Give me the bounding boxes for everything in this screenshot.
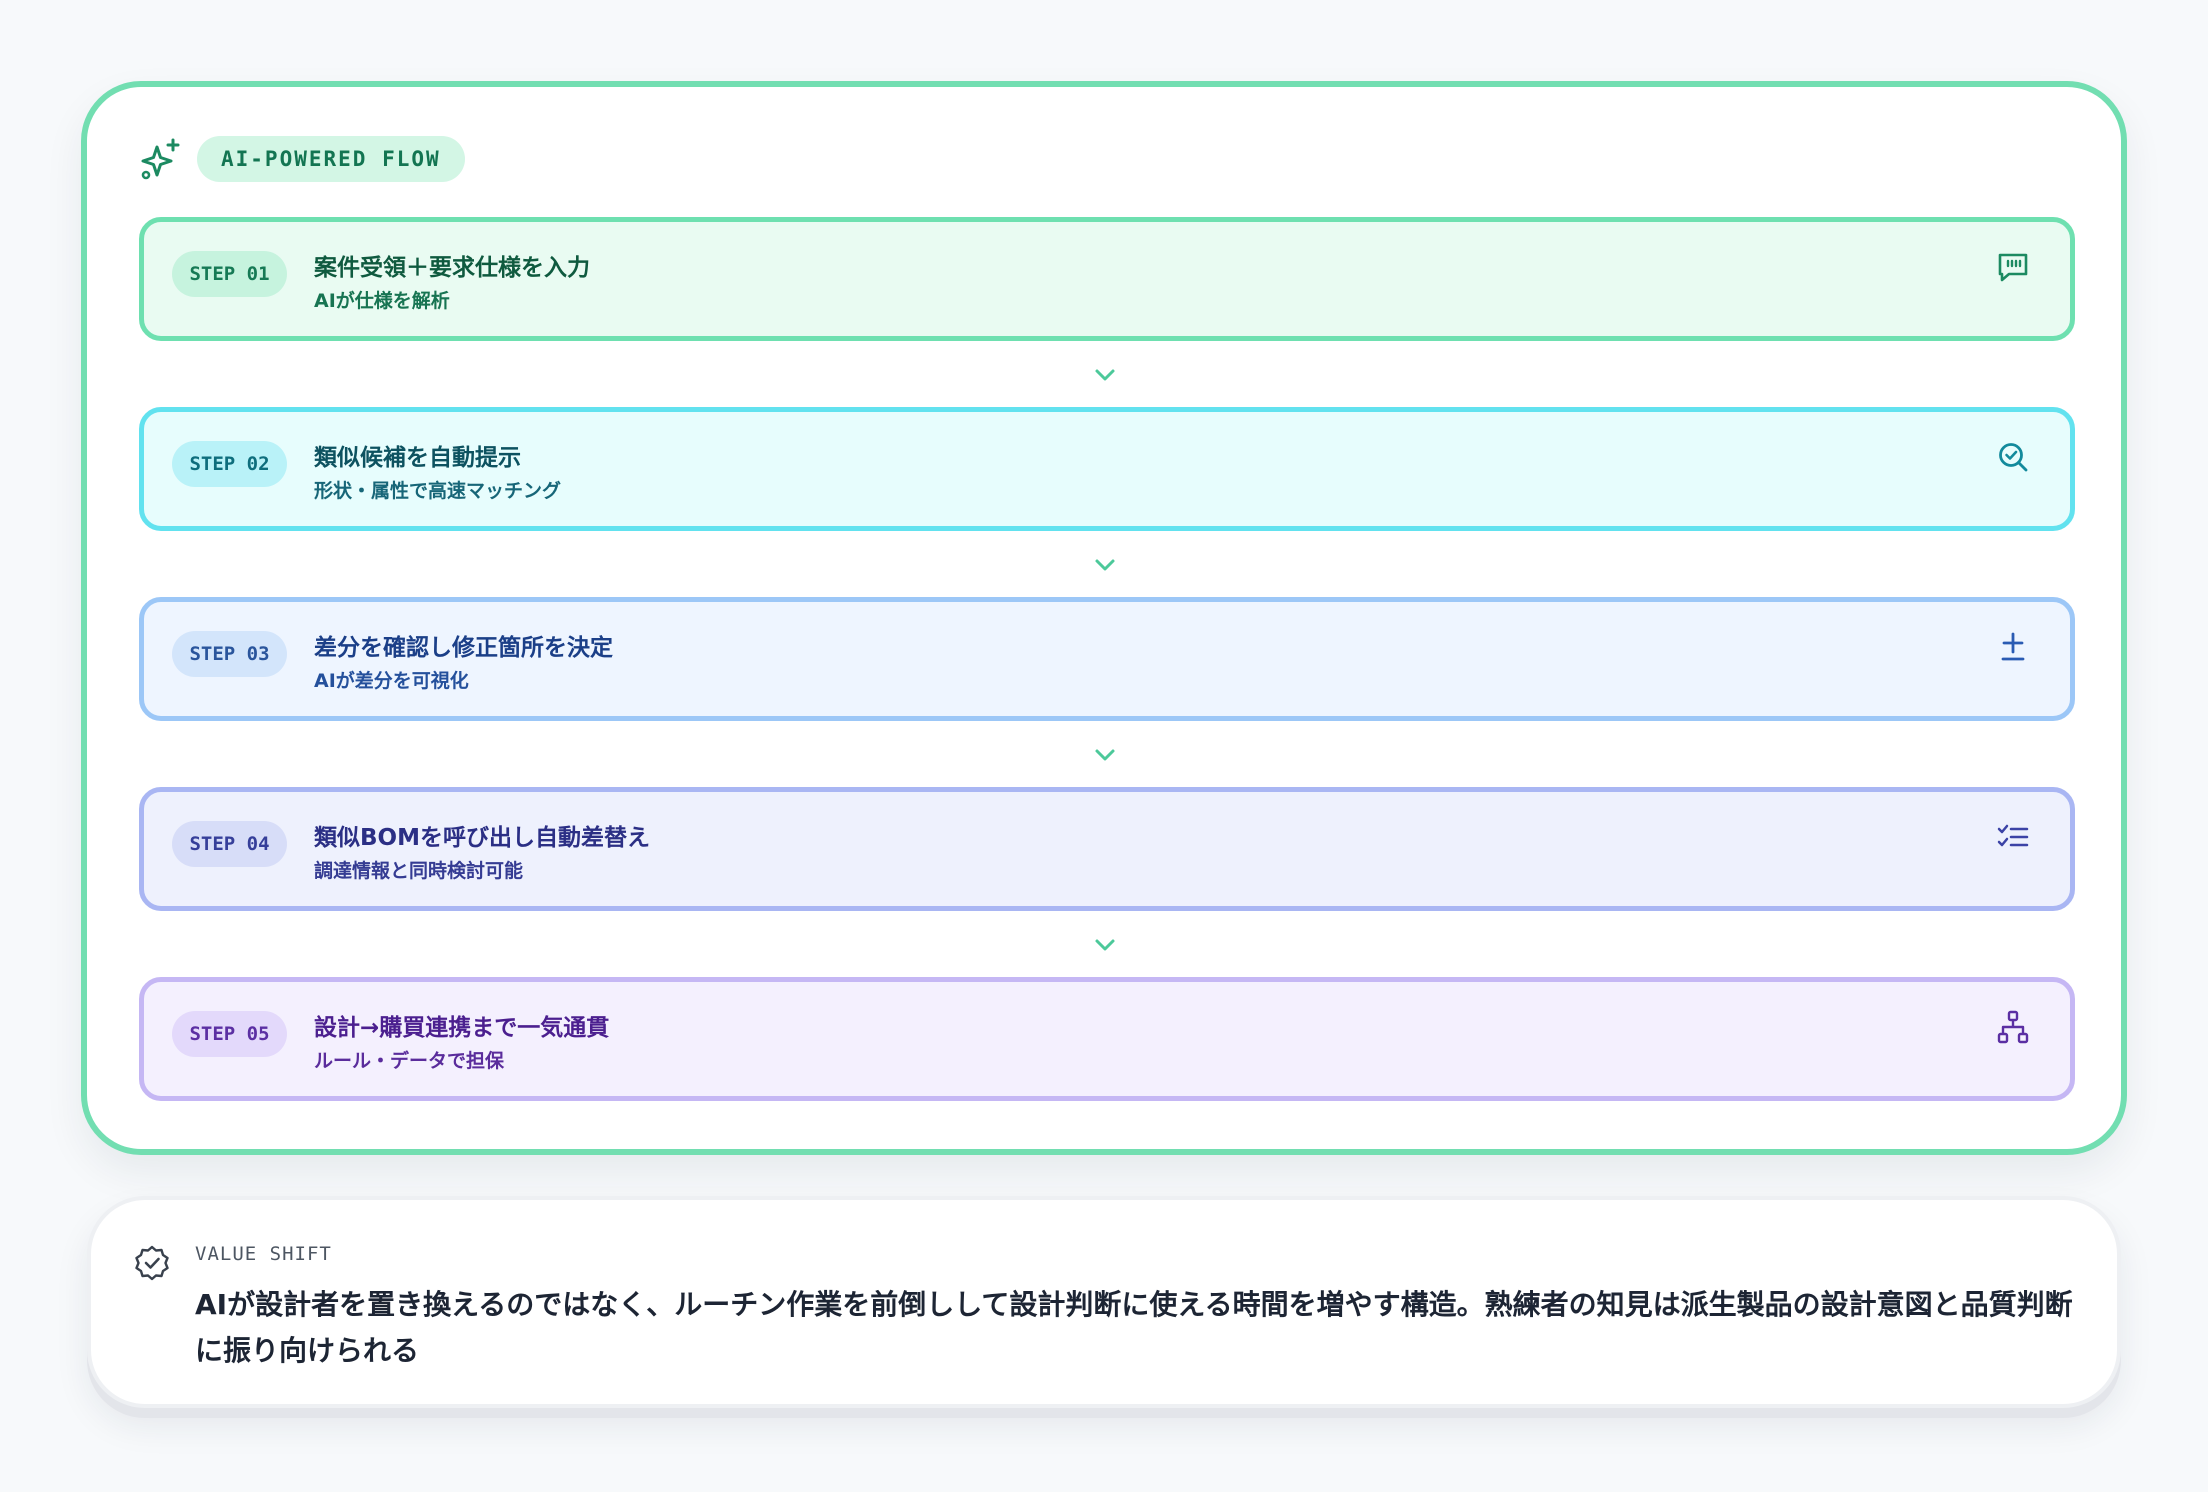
flow-badge: AI-POWERED FLOW <box>197 136 465 182</box>
chevron-down-icon <box>1095 369 1115 381</box>
step-subtitle: AIが仕様を解析 <box>314 290 450 312</box>
step-label: STEP 05 <box>172 1011 287 1057</box>
step-label: STEP 03 <box>172 631 287 677</box>
step-card-02: STEP 02 類似候補を自動提示 形状・属性で高速マッチング <box>139 407 2075 531</box>
chevron-down-icon <box>1095 749 1115 761</box>
value-text: AIが設計者を置き換えるのではなく、ルーチン作業を前倒しして設計判断に使える時間… <box>195 1288 2073 1367</box>
step-label: STEP 01 <box>172 251 287 297</box>
flow-header: AI-POWERED FLOW <box>139 136 465 182</box>
step-card-03: STEP 03 差分を確認し修正箇所を決定 AIが差分を可視化 <box>139 597 2075 721</box>
step-title: 案件受領＋要求仕様を入力 <box>314 255 590 281</box>
badge-check-icon <box>135 1245 169 1281</box>
step-label: STEP 04 <box>172 821 287 867</box>
step-title: 差分を確認し修正箇所を決定 <box>314 635 613 661</box>
value-shift-card: VALUE SHIFT AIが設計者を置き換えるのではなく、ルーチン作業を前倒し… <box>87 1196 2121 1408</box>
step-card-01: STEP 01 案件受領＋要求仕様を入力 AIが仕様を解析 <box>139 217 2075 341</box>
step-subtitle: 形状・属性で高速マッチング <box>314 480 562 502</box>
step-card-05: STEP 05 設計→購買連携まで一気通貫 ルール・データで担保 <box>139 977 2075 1101</box>
ai-flow-card: AI-POWERED FLOW STEP 01 案件受領＋要求仕様を入力 AIが… <box>81 81 2127 1155</box>
step-subtitle: 調達情報と同時検討可能 <box>314 860 524 882</box>
checklist-icon <box>1997 824 2029 847</box>
value-label: VALUE SHIFT <box>195 1243 332 1265</box>
step-subtitle: AIが差分を可視化 <box>314 670 469 692</box>
step-label: STEP 02 <box>172 441 287 487</box>
sparkles-icon <box>141 138 180 180</box>
network-icon <box>1997 1010 2029 1044</box>
message-quote-icon <box>1998 253 2028 282</box>
step-title: 設計→購買連携まで一気通貫 <box>314 1015 610 1041</box>
chevron-down-icon <box>1095 559 1115 571</box>
step-subtitle: ルール・データで担保 <box>314 1050 505 1072</box>
search-check-icon <box>1999 443 2028 472</box>
step-title: 類似候補を自動提示 <box>314 445 521 471</box>
step-card-04: STEP 04 類似BOMを呼び出し自動差替え 調達情報と同時検討可能 <box>139 787 2075 911</box>
diff-icon <box>2001 632 2025 661</box>
chevron-down-icon <box>1095 939 1115 951</box>
step-title: 類似BOMを呼び出し自動差替え <box>314 825 650 851</box>
